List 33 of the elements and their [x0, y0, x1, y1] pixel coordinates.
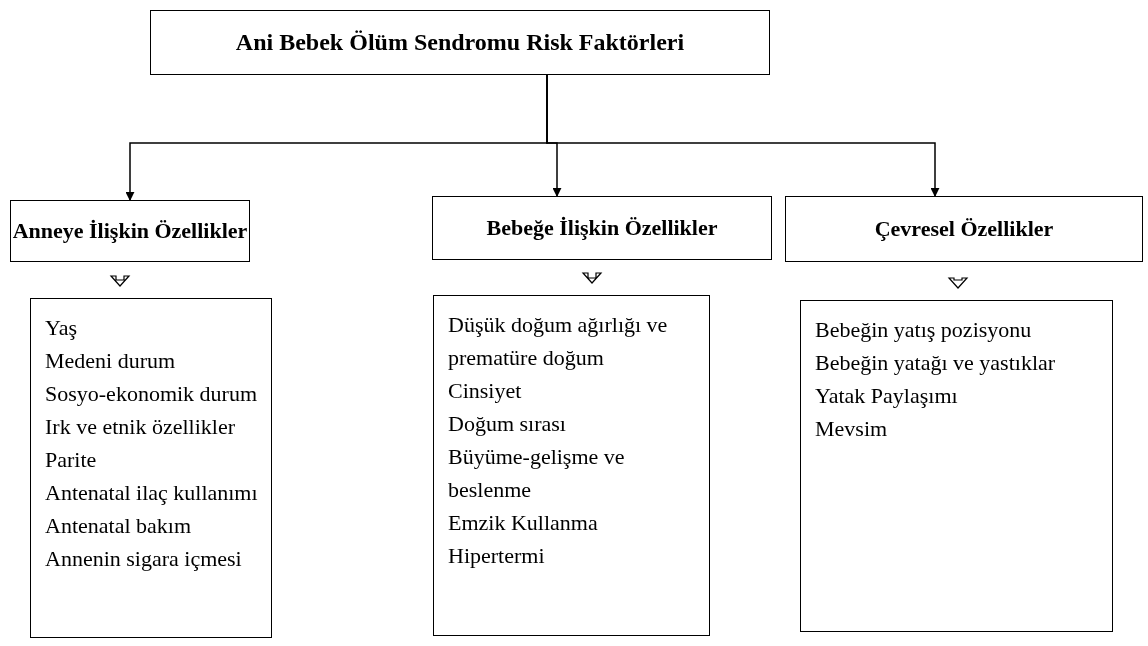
heading-text: Bebeğe İlişkin Özellikler	[486, 215, 718, 241]
list-box	[800, 300, 1113, 632]
list-item: Büyüme-gelişme ve beslenme	[448, 443, 626, 504]
list-item: Yatak Paylaşımı	[815, 382, 959, 410]
list-item: Hipertermi	[448, 542, 546, 570]
heading-box	[432, 196, 772, 260]
arrow	[546, 74, 940, 197]
list-item: Bebeğin yatış pozisyonu	[815, 316, 1033, 344]
list-box	[30, 298, 272, 638]
hollow-arrow	[109, 275, 131, 287]
heading-box	[785, 196, 1143, 262]
hollow-arrow	[581, 272, 603, 284]
list-item: Annenin sigara içmesi	[45, 545, 243, 573]
heading-text: Ani Bebek Ölüm Sendromu Risk Faktörleri	[235, 29, 685, 56]
list-item: Parite	[45, 446, 98, 474]
list-item: Antenatal ilaç kullanımı	[45, 479, 259, 507]
heading-box	[10, 200, 250, 262]
heading-box	[150, 10, 770, 75]
list-item: Irk ve etnik özellikler	[45, 413, 236, 441]
list-item: Medeni durum	[45, 347, 177, 375]
list-item: Antenatal bakım	[45, 512, 192, 540]
list-item: Bebeğin yatağı ve yastıklar	[815, 349, 1057, 377]
list-item: Düşük doğum ağırlığı ve prematüre doğum	[448, 311, 669, 372]
list-item: Mevsim	[815, 415, 889, 443]
list-item: Sosyo-ekonomik durum	[45, 380, 259, 408]
list-item: Yaş	[45, 314, 78, 342]
list-box	[433, 295, 710, 636]
list-item: Cinsiyet	[448, 377, 523, 405]
heading-text: Çevresel Özellikler	[874, 216, 1054, 242]
list-item: Doğum sırası	[448, 410, 567, 438]
hollow-arrow	[947, 277, 969, 289]
list-item: Emzik Kullanma	[448, 509, 599, 537]
heading-text: Anneye İlişkin Özellikler	[12, 218, 248, 244]
